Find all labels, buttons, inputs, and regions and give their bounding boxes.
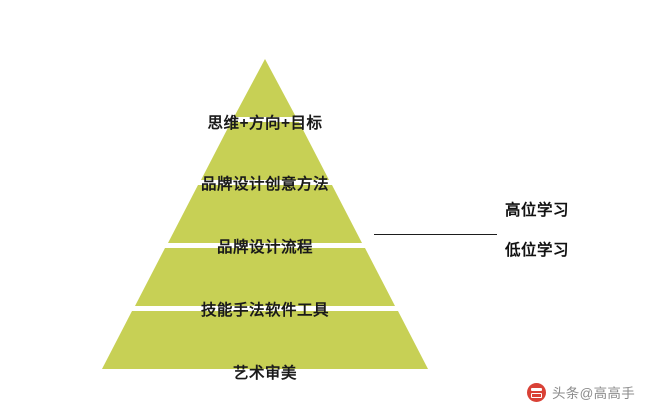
annotation-upper-label: 高位学习 [505,202,570,219]
pyramid-diagram: 思维+方向+目标 品牌设计创意方法 品牌设计流程 技能手法软件工具 艺术审美 [100,55,430,382]
watermark-text: 头条@高高手 [551,386,635,401]
annotation-lower-label: 低位学习 [505,242,570,259]
annotation-group: 高位学习 低位学习 [505,198,635,260]
watermark: 头条@高高手 [526,382,635,402]
toutiao-icon [526,382,546,402]
pyramid-shapes [102,59,428,369]
pyramid-level-5-shape [102,311,428,369]
pyramid-level-1-shape [234,59,296,117]
pyramid-level-3-shape [168,185,362,243]
pyramid-level-4-shape [135,248,395,306]
annotation-connector-line [374,234,497,235]
pyramid-level-2-shape [201,122,329,180]
